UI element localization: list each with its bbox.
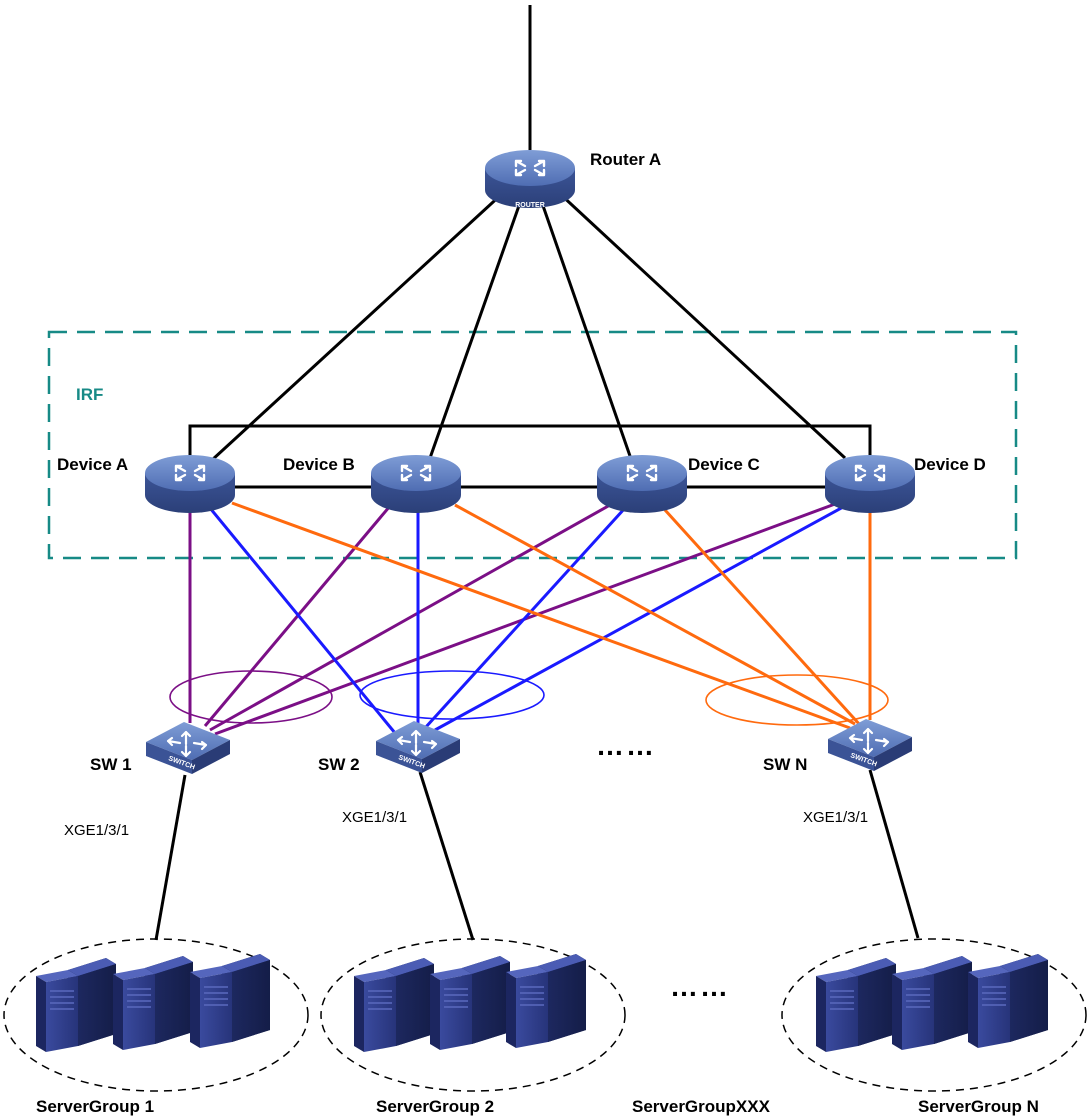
- aggregation-ellipse-sw2: [359, 670, 545, 720]
- switch-swn[interactable]: SWITCH: [826, 717, 914, 773]
- server-group-1-servers: [36, 954, 270, 1052]
- server-group-n-label: ServerGroup N: [918, 1097, 1039, 1116]
- server-group-n-servers: [816, 954, 1048, 1052]
- device-b[interactable]: [371, 455, 461, 513]
- server-ellipsis: ……: [670, 971, 730, 1002]
- router-badge: ROUTER: [515, 202, 545, 209]
- irf-label: IRF: [76, 385, 103, 404]
- switch-sw1[interactable]: SWITCH: [144, 720, 232, 776]
- aggregation-ellipse-sw1: [169, 670, 333, 724]
- sw2-label: SW 2: [318, 755, 360, 774]
- sw1-label: SW 1: [90, 755, 132, 774]
- server-links: [154, 769, 920, 941]
- device-b-label: Device B: [283, 455, 355, 474]
- server-group-2-servers: [354, 954, 586, 1052]
- purple-links: [188, 502, 836, 736]
- router-a-label: Router A: [590, 150, 661, 169]
- aggregation-ellipse-swn: [705, 674, 889, 726]
- device-a[interactable]: [145, 455, 235, 513]
- router-links: [210, 190, 847, 462]
- device-a-label: Device A: [57, 455, 128, 474]
- server-group-1-label: ServerGroup 1: [36, 1097, 154, 1116]
- orange-links: [231, 501, 872, 730]
- device-c-label: Device C: [688, 455, 760, 474]
- server-group-n-boundary: [781, 938, 1087, 1092]
- router-a[interactable]: ROUTER: [485, 150, 575, 209]
- irf-links: [188, 424, 872, 489]
- server-group-2-label: ServerGroup 2: [376, 1097, 494, 1116]
- device-d[interactable]: [825, 455, 915, 513]
- swn-label: SW N: [763, 755, 807, 774]
- device-c[interactable]: [597, 455, 687, 513]
- sw2-port-label: XGE1/3/1: [342, 809, 407, 826]
- switch-sw2[interactable]: SWITCH: [374, 719, 462, 775]
- server-group-2-boundary: [320, 938, 626, 1092]
- server-group-xxx-label: ServerGroupXXX: [632, 1097, 771, 1116]
- swn-port-label: XGE1/3/1: [803, 809, 868, 826]
- blue-links: [208, 504, 846, 734]
- switch-ellipsis: ……: [596, 730, 656, 761]
- sw1-port-label: XGE1/3/1: [64, 822, 129, 839]
- server-group-1-boundary: [3, 938, 309, 1092]
- irf-boundary: [47, 330, 1018, 560]
- device-d-label: Device D: [914, 455, 986, 474]
